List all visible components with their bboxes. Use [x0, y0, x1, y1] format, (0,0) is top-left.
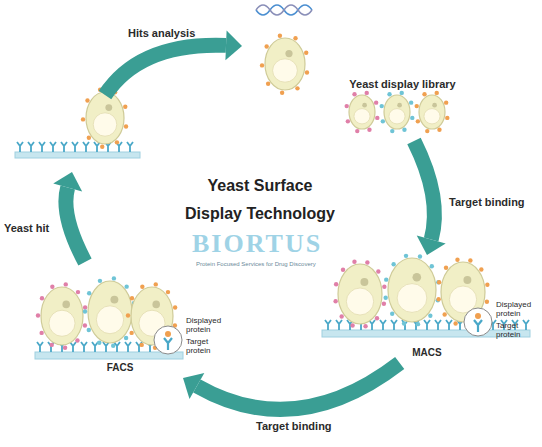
zoom-callout	[464, 308, 492, 336]
target-protein	[435, 320, 441, 330]
target-protein	[325, 320, 331, 330]
target-protein	[17, 142, 23, 152]
yeast-cells	[36, 34, 490, 350]
target-protein	[424, 320, 430, 330]
displayed-protein-zoom	[165, 331, 171, 337]
arrow-shaft	[105, 45, 226, 95]
target-protein	[28, 142, 34, 152]
step-label: Hits analysis	[128, 27, 195, 40]
step-label: Protein Focused Services for Drug Discov…	[196, 261, 316, 268]
zoom-callout	[154, 326, 182, 354]
arrow-head	[183, 373, 204, 399]
target-protein	[92, 342, 98, 352]
target-protein	[37, 342, 43, 352]
target-protein	[94, 142, 100, 152]
target-protein	[50, 142, 56, 152]
yeast-cell	[126, 282, 178, 350]
target-protein	[380, 320, 386, 330]
yeast-cell	[333, 260, 386, 329]
yeast-cell	[380, 91, 415, 134]
stage-region: FACS	[30, 270, 210, 375]
step-label: Target binding	[448, 196, 526, 208]
arrow-shaft	[414, 141, 434, 240]
callout-label: Target protein	[496, 321, 540, 339]
target-protein	[391, 320, 397, 330]
watermark: BIORTUS	[192, 229, 322, 259]
surface-plate	[15, 152, 140, 158]
yeast-cell	[260, 34, 309, 95]
target-protein-zoom	[474, 320, 482, 332]
arrow-shaft	[197, 363, 400, 409]
step-label: Yeast hit	[4, 222, 49, 235]
arrow-head	[53, 172, 82, 191]
cycle-arrows	[53, 30, 242, 262]
target-protein	[48, 342, 54, 352]
stage-label: FACS	[107, 362, 134, 373]
diagram-title: Yeast Surface Display Technology	[180, 172, 340, 228]
arrow-head	[225, 30, 242, 60]
yeast-cell	[345, 91, 380, 134]
callout-label: Displayed protein	[496, 300, 540, 318]
target-protein	[72, 142, 78, 152]
yeast-cell	[81, 88, 128, 149]
displayed-protein-zoom	[475, 313, 481, 319]
stage-region: Yeast display library	[345, 76, 460, 138]
callout-label: Target protein	[186, 337, 230, 355]
yeast-cell	[36, 282, 88, 350]
surface-plate	[35, 352, 183, 359]
stage-label: MACS	[412, 347, 441, 358]
target-protein	[39, 142, 45, 152]
cycle-arrow	[105, 30, 242, 95]
target-proteins	[17, 142, 529, 352]
stage-label: Yeast display library	[349, 78, 455, 90]
arrow-shaft	[66, 187, 85, 262]
dna-helix	[256, 5, 312, 15]
yeast-cell	[415, 91, 450, 134]
target-protein	[523, 320, 529, 330]
target-protein	[61, 142, 67, 152]
target-protein	[336, 320, 342, 330]
target-protein	[127, 142, 133, 152]
target-protein	[83, 142, 89, 152]
cycle-arrow	[414, 141, 446, 255]
callout-label: Displayed protein	[186, 316, 230, 334]
cycle-arrow	[53, 172, 85, 262]
cycle-arrow	[183, 363, 400, 409]
target-protein	[125, 342, 131, 352]
target-protein	[81, 342, 87, 352]
target-protein	[70, 342, 76, 352]
target-protein-zoom	[164, 338, 172, 350]
target-protein	[446, 320, 452, 330]
yeast-cell	[383, 254, 440, 327]
yeast-cell	[83, 276, 136, 348]
arrow-head	[417, 236, 446, 255]
step-label: Target binding	[255, 420, 333, 432]
